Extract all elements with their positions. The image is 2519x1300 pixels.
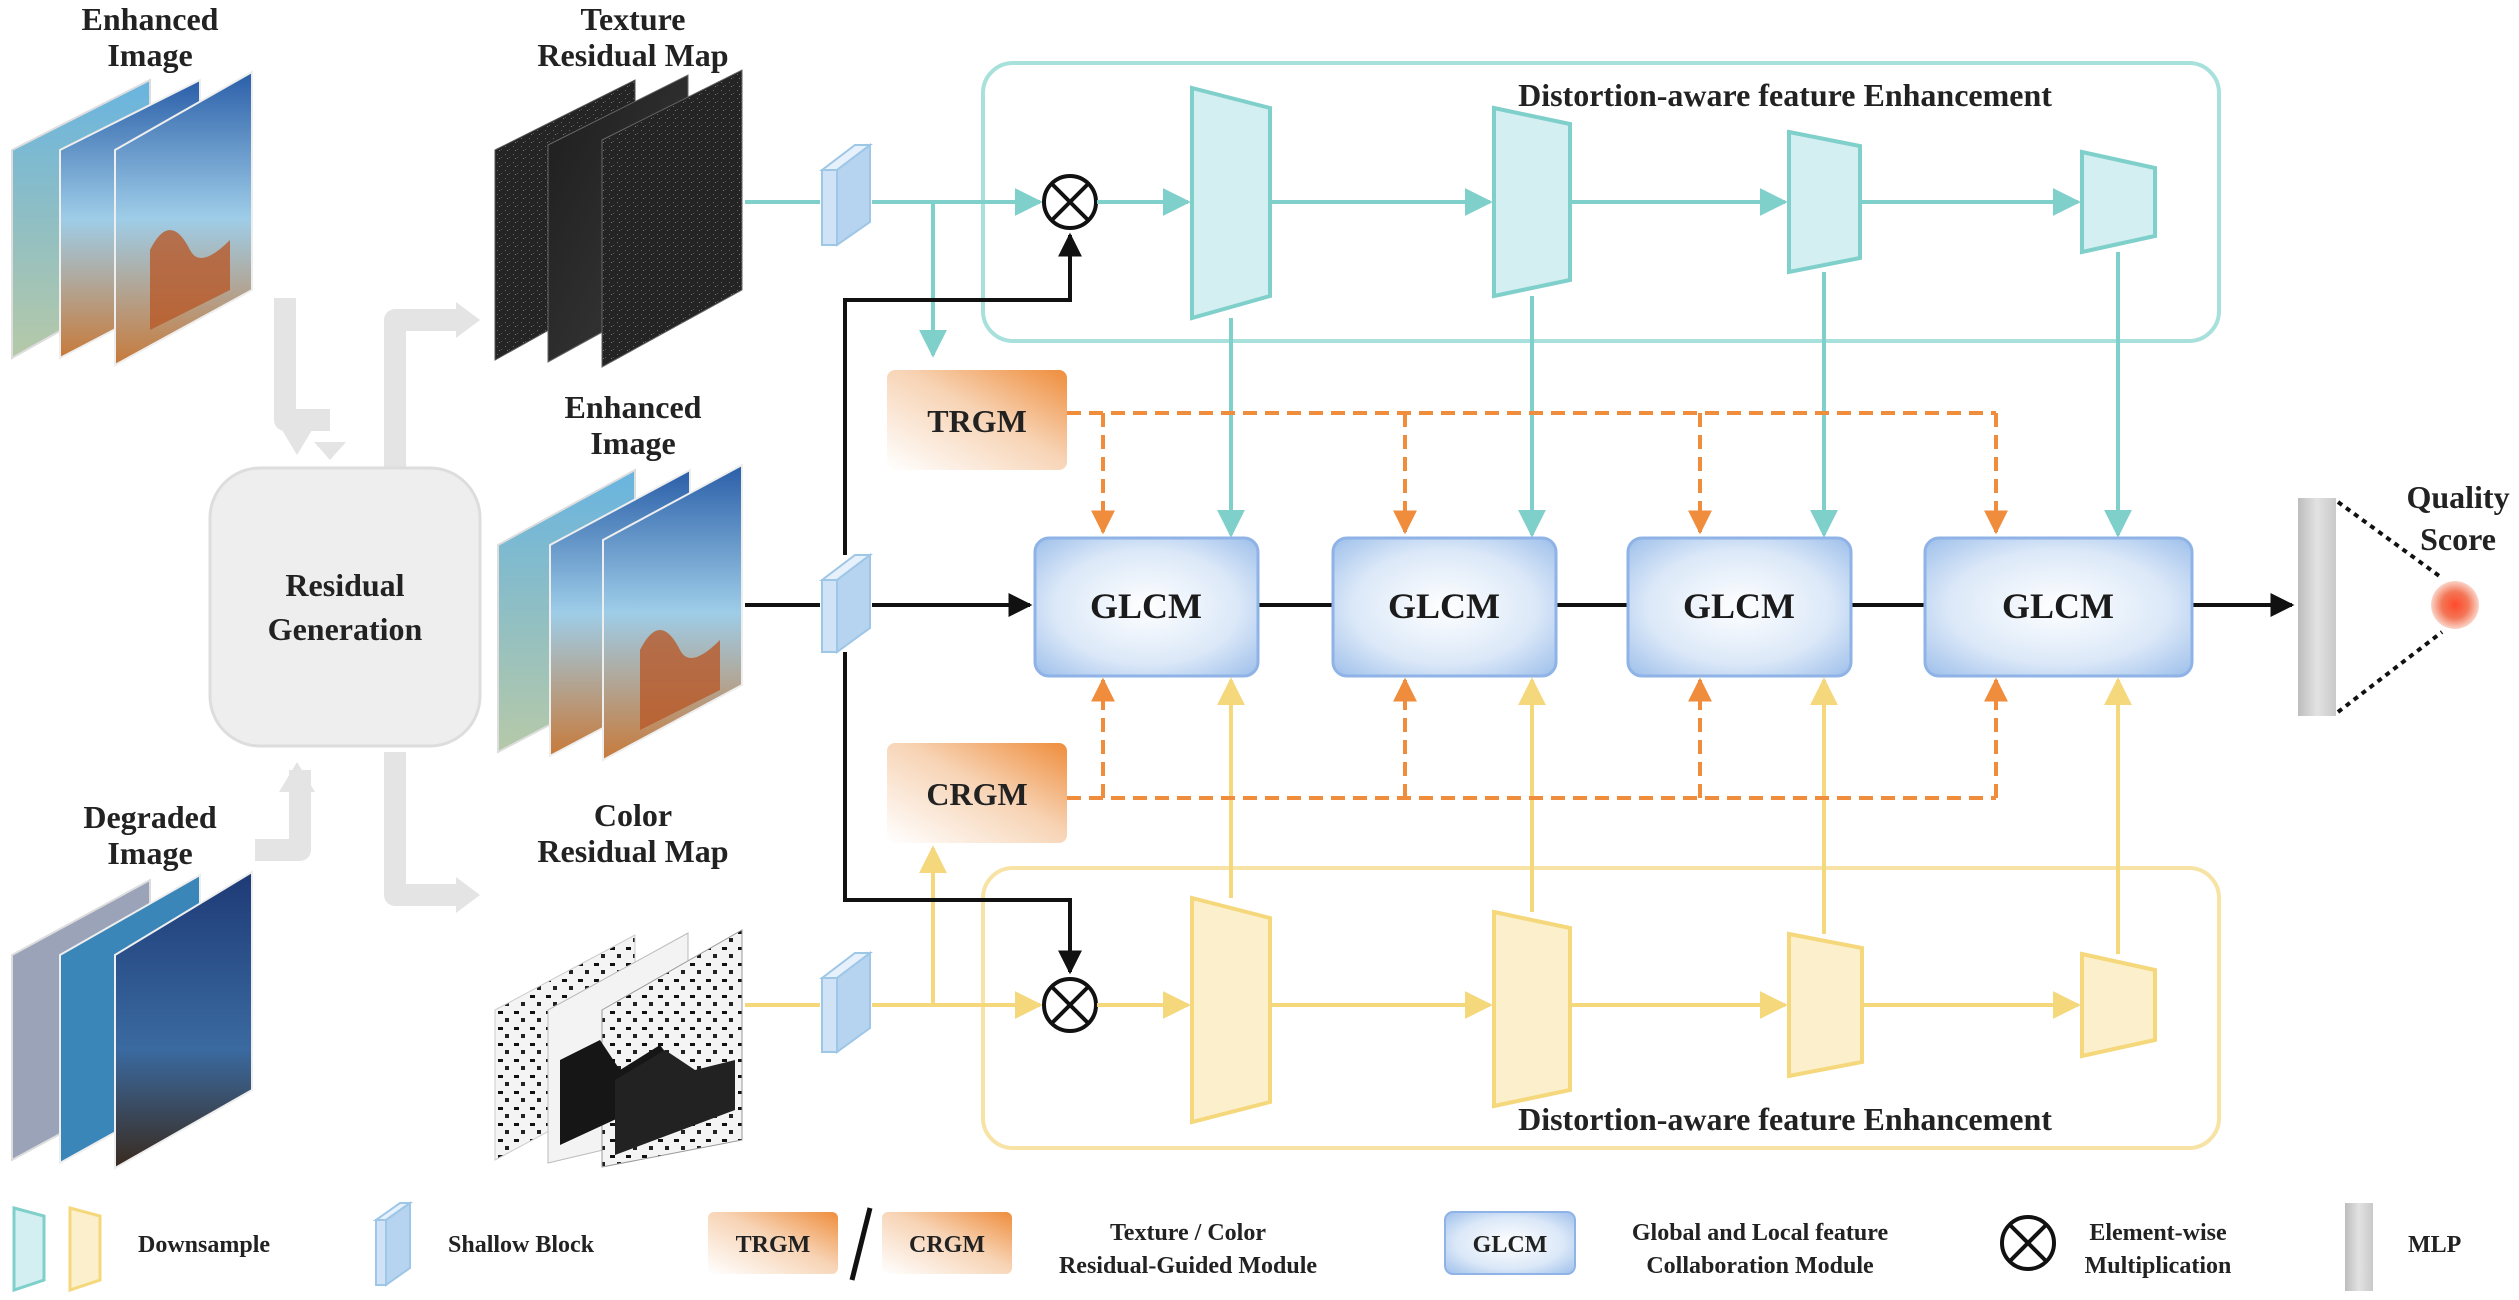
color-residual-map-stack: Color Residual Map (494, 797, 743, 1168)
quality-score-label-1: Quality (2406, 479, 2509, 515)
legend-crgm-icon: CRGM (882, 1212, 1012, 1274)
residual-generation-label-1: Residual (285, 567, 404, 603)
quality-score-dot (2431, 581, 2479, 629)
gray-arrow-out-bottom (384, 752, 460, 906)
glcm-4: GLCM (1923, 536, 2194, 678)
legend-downsample-icon (12, 1206, 102, 1293)
downsample-top-2 (1492, 105, 1572, 299)
legend-glcm-icon: GLCM (1444, 1211, 1576, 1275)
legend-residual-module-label-1: Texture / Color (1110, 1220, 1266, 1246)
crgm-label: CRGM (926, 776, 1027, 812)
texture-residual-map-label-1: Texture (581, 1, 686, 37)
svg-text:CRGM: CRGM (909, 1232, 985, 1258)
downsample-bottom-2 (1492, 909, 1572, 1109)
legend-glcm-desc-1: Global and Local feature (1632, 1220, 1889, 1246)
enhanced-image-mid-label-2: Image (590, 425, 675, 461)
downsample-top-3 (1787, 129, 1862, 275)
enhanced-image-mid-label-1: Enhanced (565, 389, 702, 425)
enhanced-image-top-label-2: Image (107, 37, 192, 73)
shallow-block-bottom (819, 950, 873, 1054)
glcm-3-label: GLCM (1683, 586, 1795, 626)
enhanced-image-mid-stack: Enhanced Image (497, 389, 743, 762)
legend-residual-module-label-2: Residual-Guided Module (1059, 1253, 1317, 1279)
downsample-top-1 (1190, 85, 1272, 321)
glcm-2: GLCM (1331, 536, 1558, 678)
glcm-2-label: GLCM (1388, 586, 1500, 626)
downsample-bottom-4 (2080, 951, 2157, 1059)
legend-mlp-icon (2345, 1203, 2373, 1291)
degraded-image-label-2: Image (107, 835, 192, 871)
texture-residual-map-stack: Texture Residual Map (494, 1, 743, 368)
residual-generation-group: Residual Generation (208, 298, 482, 913)
glcm-1-label: GLCM (1090, 586, 1202, 626)
degraded-image-label-1: Degraded (83, 799, 217, 835)
downsample-bottom-3 (1787, 931, 1864, 1079)
legend: Downsample Shallow Block TRGM CRGM Textu… (12, 1201, 2461, 1293)
legend-glcm-desc-2: Collaboration Module (1646, 1253, 1874, 1279)
quality-score-label-2: Score (2420, 521, 2496, 557)
black-arrow-to-mult-top (843, 232, 1082, 555)
color-residual-map-label-1: Color (594, 797, 672, 833)
dfe-bottom-box (981, 866, 2221, 1150)
color-residual-map-label-2: Residual Map (537, 833, 728, 869)
mlp-bar (2298, 498, 2336, 716)
enhanced-image-top-stack: Enhanced Image (11, 1, 253, 367)
svg-text:TRGM: TRGM (736, 1232, 811, 1258)
black-arrow-to-mult-bottom (843, 652, 1082, 975)
legend-slash (849, 1207, 873, 1281)
glcm-1: GLCM (1033, 536, 1260, 678)
legend-elementwise-label-1: Element-wise (2089, 1220, 2227, 1246)
svg-text:GLCM: GLCM (1473, 1232, 1548, 1258)
legend-trgm-icon: TRGM (708, 1212, 838, 1274)
gray-arrow-in-top (274, 298, 330, 431)
trgm-guidance-lines (1067, 411, 2008, 535)
crgm-guidance-lines (1067, 677, 2008, 800)
legend-multiplication-icon (2000, 1215, 2056, 1271)
mult-bottom (1042, 977, 1098, 1033)
gray-arrow-out-top (384, 309, 460, 470)
legend-elementwise-label-2: Multiplication (2085, 1253, 2232, 1279)
glcm-4-label: GLCM (2002, 586, 2114, 626)
trgm-box: TRGM (887, 370, 1067, 470)
enhanced-image-top-label-1: Enhanced (82, 1, 219, 37)
legend-downsample-label: Downsample (138, 1232, 270, 1258)
texture-residual-map-label-2: Residual Map (537, 37, 728, 73)
shallow-block-mid (819, 552, 873, 654)
legend-shallow-block-label: Shallow Block (448, 1232, 595, 1258)
degraded-image-stack: Degraded Image (11, 799, 253, 1170)
legend-shallow-block-icon (372, 1201, 414, 1287)
glcm-3: GLCM (1626, 536, 1853, 678)
downsample-bottom-1 (1190, 895, 1272, 1125)
dfe-top-label: Distortion-aware feature Enhancement (1518, 77, 2052, 113)
gray-arrow-in-bottom (255, 770, 311, 861)
dfe-bottom-label: Distortion-aware feature Enhancement (1518, 1101, 2052, 1137)
residual-generation-label-2: Generation (268, 611, 423, 647)
residual-generation-box (208, 466, 482, 748)
crgm-box: CRGM (887, 743, 1067, 843)
mult-top (1042, 174, 1098, 230)
legend-mlp-label: MLP (2408, 1232, 2461, 1258)
trgm-label: TRGM (927, 403, 1027, 439)
downsample-top-4 (2080, 149, 2157, 255)
shallow-block-top (819, 142, 873, 247)
